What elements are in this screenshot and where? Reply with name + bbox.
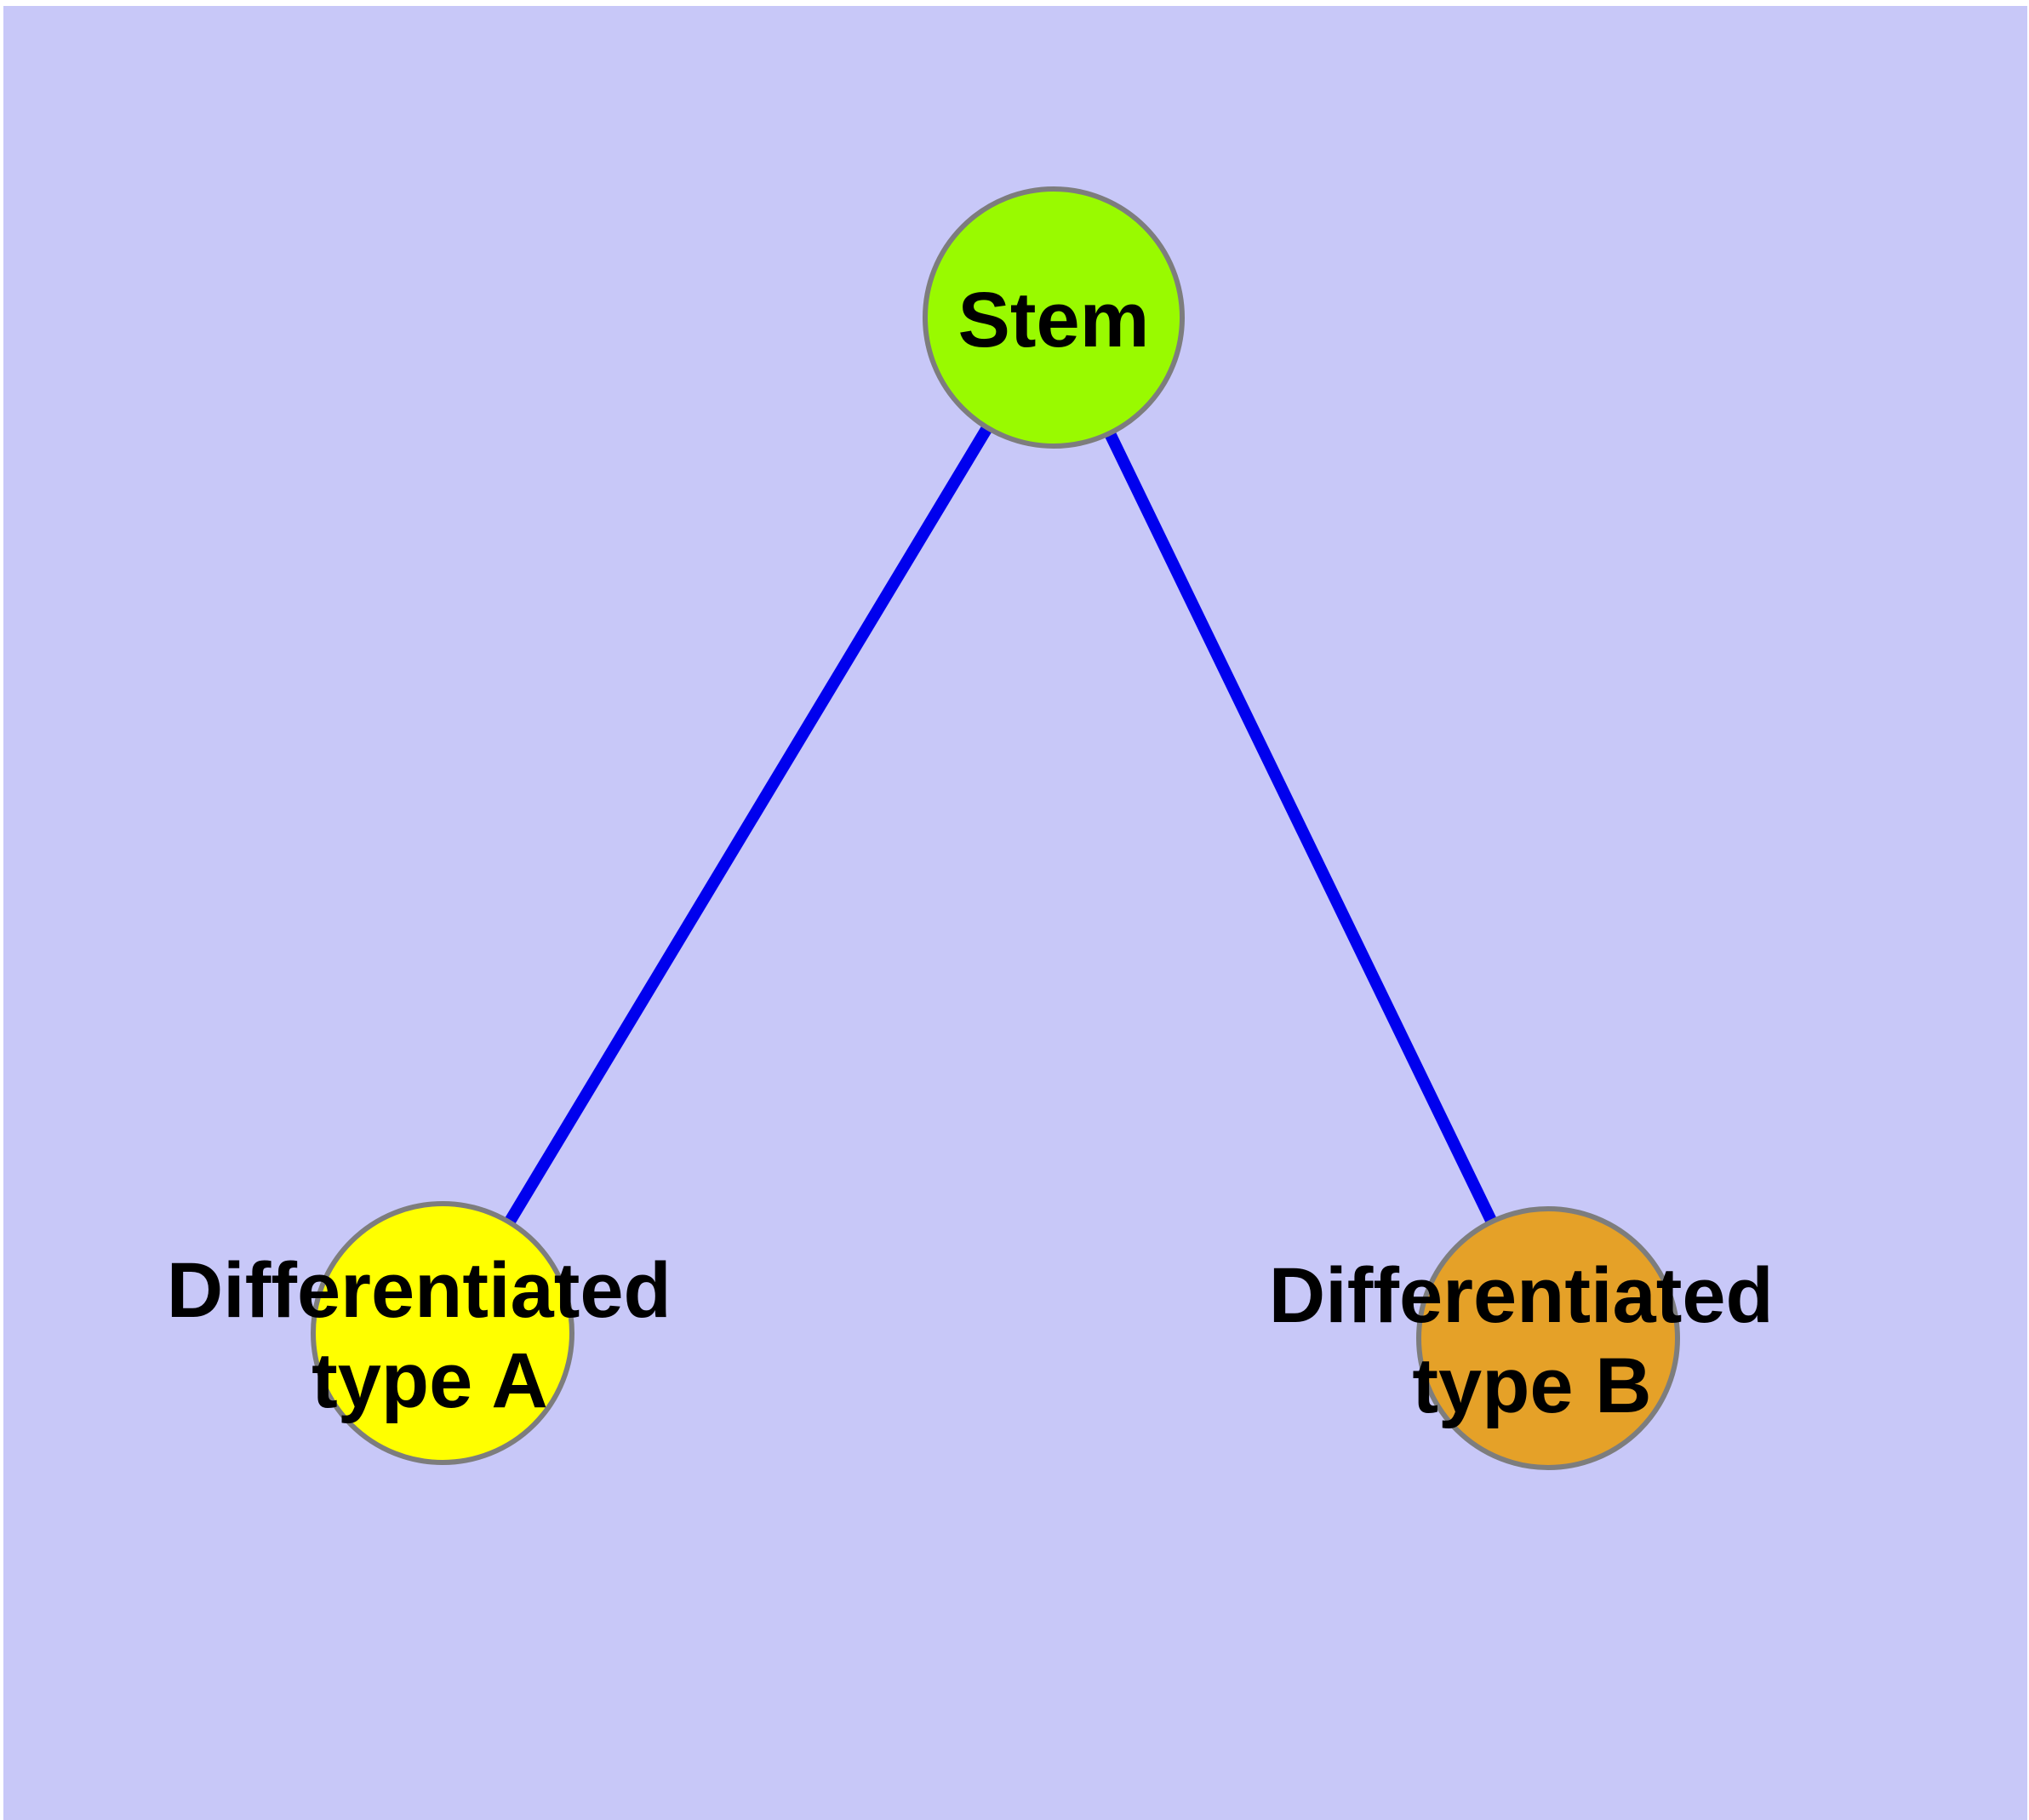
node-differentiated-type-b [1416, 1206, 1680, 1470]
node-type-a-label-line1: Differentiated [167, 1247, 672, 1334]
node-stem [923, 186, 1185, 449]
node-type-b-label-line2: type B [1412, 1342, 1651, 1429]
node-stem-label: Stem [958, 277, 1150, 363]
node-differentiated-type-a [311, 1201, 574, 1465]
edge-stem-to-type-b [1048, 314, 1554, 1342]
edge-stem-to-type-a [437, 314, 1059, 1336]
node-type-b-label-line1: Differentiated [1269, 1252, 1774, 1339]
node-type-a-label: Differentiated type A [167, 1247, 694, 1424]
node-type-a-label-line2: type A [311, 1337, 548, 1424]
node-type-b-label: Differentiated type B [1269, 1252, 1796, 1429]
